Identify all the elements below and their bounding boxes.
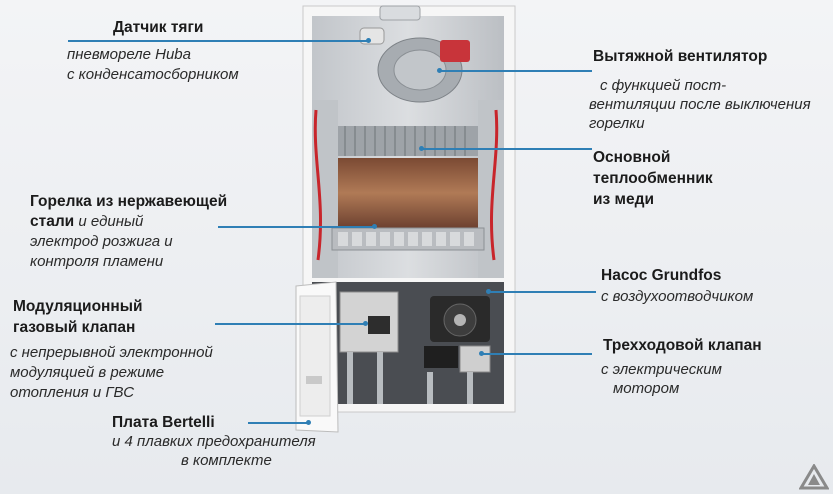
label-exhaust-fan-desc-2: вентиляции после выключения xyxy=(589,96,811,113)
label-gas-valve-desc-1: с непрерывной электронной xyxy=(10,344,213,361)
callout-line-heat-exchanger xyxy=(422,148,592,150)
callout-dot-draft-sensor xyxy=(366,38,371,43)
label-gas-valve-title-1: Модуляционный xyxy=(13,298,143,315)
label-exhaust-fan-title: Вытяжной вентилятор xyxy=(593,48,768,65)
label-gas-valve-desc-2: модуляцией в режиме xyxy=(10,364,165,381)
callout-line-board xyxy=(248,422,308,424)
label-burner-title-2: стали xyxy=(30,213,75,230)
label-draft-sensor-desc-2: с конденсатосборником xyxy=(67,66,239,83)
label-exhaust-fan-desc-3: горелки xyxy=(589,115,645,132)
label-pump-desc: с воздухоотводчиком xyxy=(601,288,754,305)
label-draft-sensor-title: Датчик тяги xyxy=(113,19,204,36)
callout-dot-heat-exchanger xyxy=(419,146,424,151)
label-three-way-valve-title: Трехходовой клапан xyxy=(603,337,762,354)
callout-line-draft-sensor xyxy=(68,40,368,42)
label-burner-title-1: Горелка из нержавеющей xyxy=(30,193,228,210)
label-burner-line-2: стали и единый xyxy=(30,212,143,232)
label-gas-valve-title-2: газовый клапан xyxy=(13,319,136,336)
callout-line-pump xyxy=(488,291,596,293)
callout-dot-burner xyxy=(372,224,377,229)
label-heat-exchanger-title-1: Основной xyxy=(593,149,671,166)
callout-dot-exhaust-fan xyxy=(437,68,442,73)
label-burner-desc-2: контроля пламени xyxy=(30,253,164,270)
callout-line-burner xyxy=(218,226,374,228)
callout-line-gas-valve xyxy=(215,323,365,325)
callout-dot-pump xyxy=(486,289,491,294)
label-heat-exchanger-title-2: теплообменник xyxy=(593,170,713,187)
label-burner-desc-inline: и единый xyxy=(74,213,144,230)
label-draft-sensor-desc-1: пневмореле Huba xyxy=(67,46,191,63)
label-three-way-valve-desc-1: с электрическим xyxy=(601,361,722,378)
label-board-title: Плата Bertelli xyxy=(112,414,215,431)
label-burner-desc-1: электрод розжига и xyxy=(30,233,173,250)
callout-line-exhaust-fan xyxy=(440,70,592,72)
label-board-desc-1: и 4 плавких предохранителя xyxy=(112,433,316,450)
label-heat-exchanger-title-3: из меди xyxy=(593,191,654,208)
callout-dot-three-way-valve xyxy=(479,351,484,356)
logo-triangle-icon xyxy=(799,464,829,490)
callout-dot-board xyxy=(306,420,311,425)
callout-dot-gas-valve xyxy=(363,321,368,326)
callout-line-three-way-valve xyxy=(482,353,592,355)
label-exhaust-fan-desc-1: с функцией пост- xyxy=(600,77,727,94)
label-pump-title: Насос Grundfos xyxy=(601,267,722,284)
label-gas-valve-desc-3: отопления и ГВС xyxy=(10,384,135,401)
label-board-desc-2: в комплекте xyxy=(181,452,272,469)
label-three-way-valve-desc-2: мотором xyxy=(613,380,680,397)
